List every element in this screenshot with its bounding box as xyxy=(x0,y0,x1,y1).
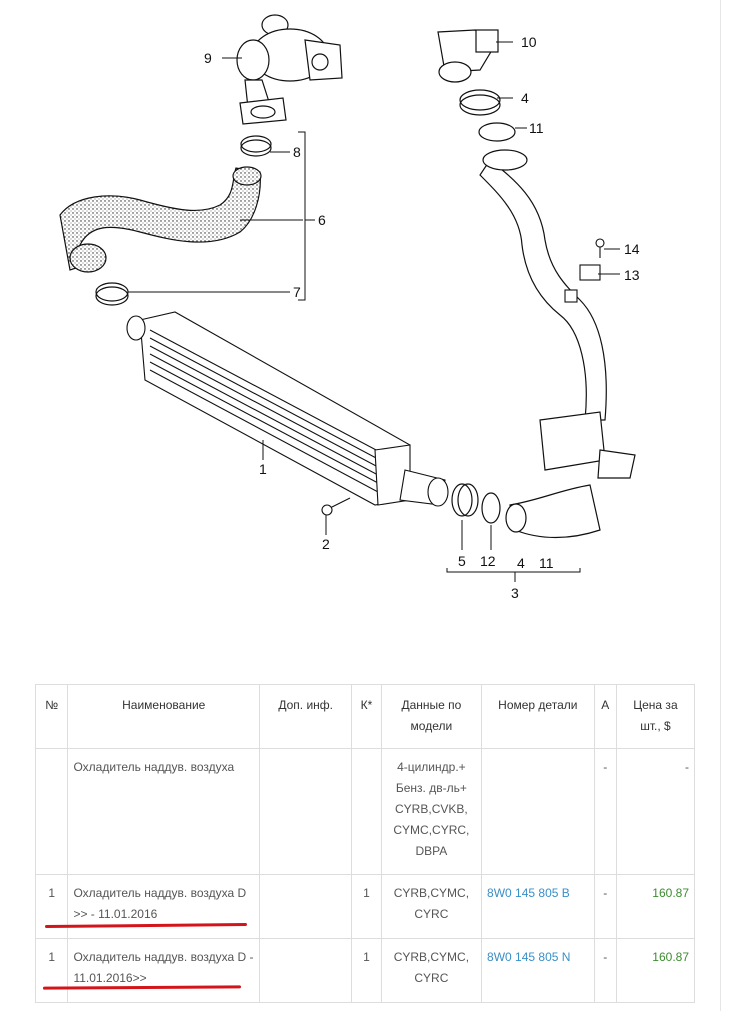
callout-14: 14 xyxy=(624,241,640,257)
row-extra xyxy=(259,938,353,1003)
row-model: CYRB,CYMC, CYRC xyxy=(380,938,483,1003)
table-row: 1 Охладитель наддув. воздуха D - 11.01.2… xyxy=(34,938,696,1003)
row-price: 160.87 xyxy=(615,874,696,939)
hose-6-part xyxy=(59,166,262,273)
callout-3: 3 xyxy=(511,585,519,601)
charge-pipe-part xyxy=(479,149,636,539)
col-part-number: Номер детали xyxy=(481,684,595,749)
part-number-link[interactable]: 8W0 145 805 N xyxy=(481,938,595,1003)
callout-12: 12 xyxy=(480,553,496,569)
callout-11-top: 11 xyxy=(529,120,544,136)
row-a: - xyxy=(593,748,617,875)
callout-5: 5 xyxy=(458,553,466,569)
callout-1: 1 xyxy=(259,461,267,477)
row-name: Охладитель наддув. воздуха D - 11.01.201… xyxy=(67,938,261,1003)
row-extra xyxy=(259,874,353,939)
row-model: CYRB,CYMC, CYRC xyxy=(380,874,483,939)
clamp-4-ring-11 xyxy=(459,89,516,142)
callout-9: 9 xyxy=(204,50,212,66)
col-extra-info: Доп. инф. xyxy=(259,684,353,749)
callout-7: 7 xyxy=(293,284,301,300)
bolt-part xyxy=(321,497,351,516)
row-name: Охладитель наддув. воздуха xyxy=(67,748,261,875)
row-a: - xyxy=(593,874,617,939)
row-part-number[interactable] xyxy=(481,748,595,875)
callout-4-bottom: 4 xyxy=(517,555,525,571)
callout-13: 13 xyxy=(624,267,640,283)
turbocharger-part xyxy=(236,14,343,125)
table-row: 1 Охладитель наддув. воздуха D >> - 11.0… xyxy=(34,874,696,939)
row-number xyxy=(34,748,69,875)
callout-8: 8 xyxy=(293,144,301,160)
parts-diagram: 9 8 6 7 1 2 10 4 11 14 13 5 12 4 11 3 xyxy=(59,14,640,601)
row-number: 1 xyxy=(34,874,69,939)
row-number: 1 xyxy=(34,938,69,1003)
row-qty xyxy=(351,748,382,875)
parts-table: № Наименование Доп. инф. К* Данные по мо… xyxy=(34,684,696,1003)
row-qty: 1 xyxy=(351,938,382,1003)
throttle-body-part xyxy=(437,29,499,83)
scrollbar-track[interactable] xyxy=(720,0,735,1011)
table-header-row: № Наименование Доп. инф. К* Данные по мо… xyxy=(34,684,696,749)
col-price: Цена за шт., $ xyxy=(615,684,696,749)
callout-11-bottom: 11 xyxy=(539,555,554,571)
part-number-link[interactable]: 8W0 145 805 B xyxy=(481,874,595,939)
row-price: 160.87 xyxy=(615,938,696,1003)
leader-lines xyxy=(128,41,620,582)
col-qty: К* xyxy=(351,684,382,749)
callout-4-top: 4 xyxy=(521,90,529,106)
row-extra xyxy=(259,748,353,875)
row-model: 4-цилиндр.+ Бенз. дв-ль+ CYRB,CVKB, CYMC… xyxy=(380,748,483,875)
intercooler-part xyxy=(126,311,449,507)
col-model-data: Данные по модели xyxy=(380,684,483,749)
clamp-5-ring-12 xyxy=(451,483,501,524)
callout-2: 2 xyxy=(322,536,330,552)
row-name: Охладитель наддув. воздуха D >> - 11.01.… xyxy=(67,874,261,939)
table-row: Охладитель наддув. воздуха 4-цилиндр.+ Б… xyxy=(34,748,696,875)
sensor-part xyxy=(564,238,605,303)
row-a: - xyxy=(593,938,617,1003)
row-price: - xyxy=(615,748,696,875)
col-name: Наименование xyxy=(67,684,261,749)
col-a: А xyxy=(593,684,617,749)
callout-6: 6 xyxy=(318,212,326,228)
callout-10: 10 xyxy=(521,34,537,50)
row-qty: 1 xyxy=(351,874,382,939)
col-number: № xyxy=(34,684,69,749)
